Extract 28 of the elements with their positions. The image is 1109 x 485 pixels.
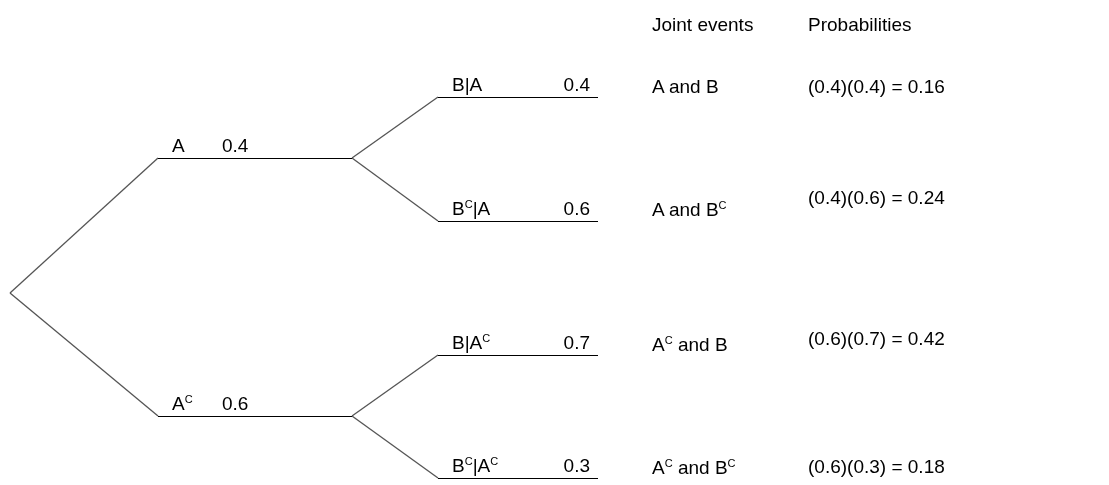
event-label: B$^{C}$|A$^{C}$ — [452, 455, 499, 477]
joint-event: A and B$^{C}$ — [652, 199, 727, 221]
joint-event: A and B — [652, 76, 719, 98]
branch-line — [351, 354, 439, 417]
probability-formula: (0.6)(0.7) = 0.42 — [808, 328, 945, 350]
probability-formula: (0.4)(0.6) = 0.24 — [808, 187, 945, 209]
probability-formula: (0.6)(0.3) = 0.18 — [808, 456, 945, 478]
probability-value: 0.3 — [563, 455, 590, 477]
event-label: A$^{C}$ — [172, 393, 193, 415]
event-label: B|A$^{C}$ — [452, 332, 491, 354]
branch-line — [351, 96, 439, 159]
probability-value: 0.4 — [222, 135, 249, 157]
event-label: A — [172, 135, 185, 157]
joint-event: A$^{C}$ and B$^{C}$ — [652, 457, 736, 479]
joint-event: A$^{C}$ and B — [652, 334, 728, 356]
probability-value: 0.7 — [563, 332, 590, 354]
probability-value: 0.4 — [563, 74, 590, 96]
branch-line — [351, 157, 439, 222]
branch-line — [9, 157, 159, 294]
probability-value: 0.6 — [563, 198, 590, 220]
probability-value: 0.6 — [222, 393, 249, 415]
branch-line — [351, 415, 439, 479]
branch-line — [9, 292, 159, 417]
column-header: Probabilities — [808, 14, 912, 36]
event-label: B$^{C}$|A — [452, 198, 491, 220]
probability-formula: (0.4)(0.4) = 0.16 — [808, 76, 945, 98]
event-label: B|A — [452, 74, 483, 96]
column-header: Joint events — [652, 14, 754, 36]
